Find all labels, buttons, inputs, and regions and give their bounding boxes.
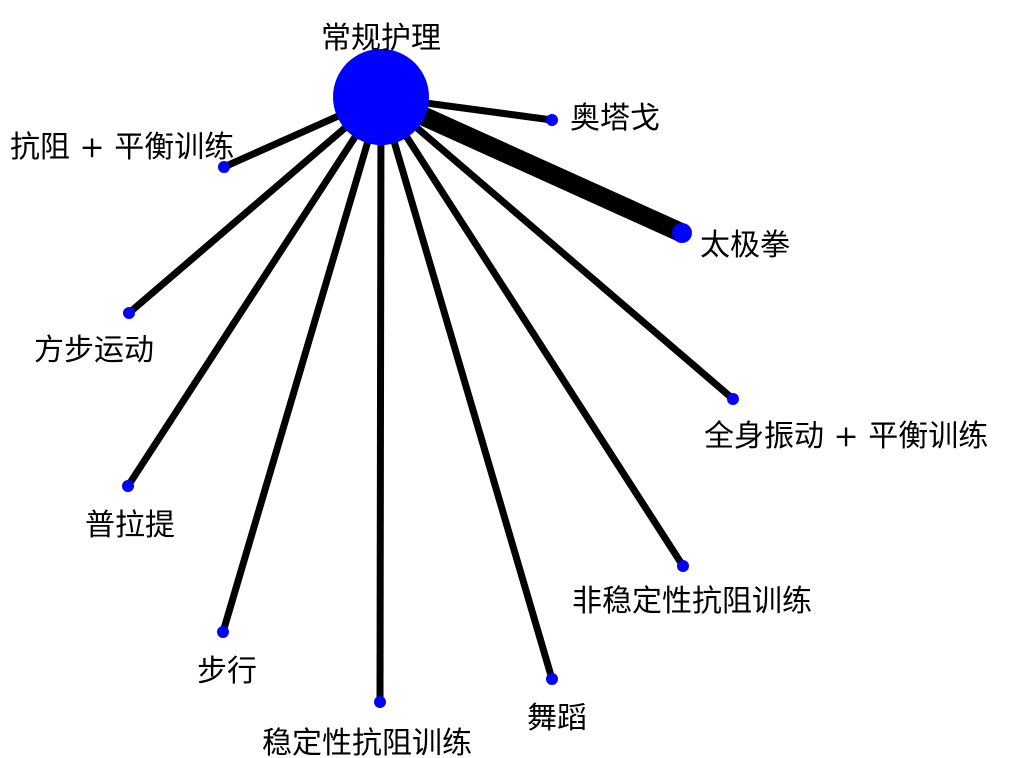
edge-dance — [377, 96, 556, 680]
node-usual-care — [333, 49, 429, 145]
edge-pilates — [125, 95, 384, 488]
edge-unstable-resistance — [378, 95, 686, 568]
label-stable-resistance: 稳定性抗阻训练 — [262, 726, 472, 758]
edge-walking — [219, 96, 385, 633]
edges-layer — [125, 88, 736, 703]
node-unstable-resistance — [677, 560, 689, 572]
label-usual-care: 常规护理 — [321, 21, 441, 56]
label-dance: 舞蹈 — [527, 701, 587, 736]
node-tai-chi — [672, 223, 692, 243]
label-pilates: 普拉提 — [85, 508, 175, 543]
label-walking: 步行 — [197, 654, 257, 689]
edge-whole-body-vibration-balance — [378, 94, 736, 402]
label-otago: 奥塔戈 — [570, 101, 660, 136]
node-dance — [546, 673, 558, 685]
node-walking — [217, 626, 229, 638]
node-stable-resistance — [374, 696, 386, 708]
nodes-layer — [122, 49, 739, 708]
label-whole-body-vibration-balance: 全身振动 + 平衡训练 — [704, 419, 988, 454]
edge-square-stepping — [126, 94, 384, 316]
label-square-stepping: 方步运动 — [34, 333, 154, 368]
edge-tai-chi — [377, 88, 686, 242]
label-tai-chi: 太极拳 — [700, 228, 790, 263]
edge-stable-resistance — [376, 96, 385, 703]
node-square-stepping — [123, 307, 135, 319]
node-pilates — [122, 480, 134, 492]
node-whole-body-vibration-balance — [727, 393, 739, 405]
label-unstable-resistance: 非稳定性抗阻训练 — [572, 584, 812, 619]
node-resistance-balance — [218, 161, 230, 173]
node-otago — [546, 114, 558, 126]
label-resistance-balance: 抗阻 + 平衡训练 — [10, 130, 234, 165]
